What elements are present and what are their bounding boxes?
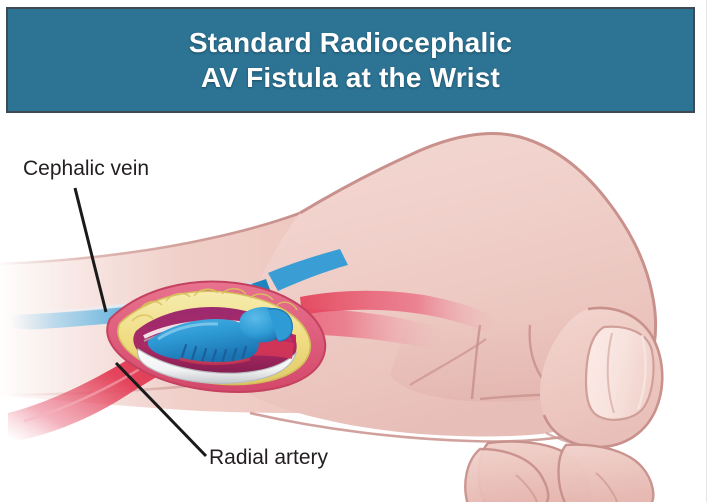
- leader-line-cephalic-vein: [73, 187, 108, 313]
- anastomosis-sutures: [180, 343, 248, 365]
- label-cephalic-vein: Cephalic vein: [23, 157, 150, 180]
- title-line-1: Standard Radiocephalic: [188, 27, 513, 58]
- anatomical-illustration: [0, 113, 706, 502]
- cephalic-vein-graft: [147, 307, 293, 363]
- thumbnail: [584, 325, 655, 421]
- leader-line-radial-artery: [114, 361, 208, 458]
- label-radial-artery: Radial artery: [209, 446, 329, 469]
- fingers: [464, 440, 655, 502]
- title-line-2: AV Fistula at the Wrist: [200, 62, 501, 93]
- title-banner: Standard Radiocephalic AV Fistula at the…: [6, 7, 695, 113]
- surgical-incision: [106, 280, 327, 393]
- leader-lines: [73, 187, 208, 458]
